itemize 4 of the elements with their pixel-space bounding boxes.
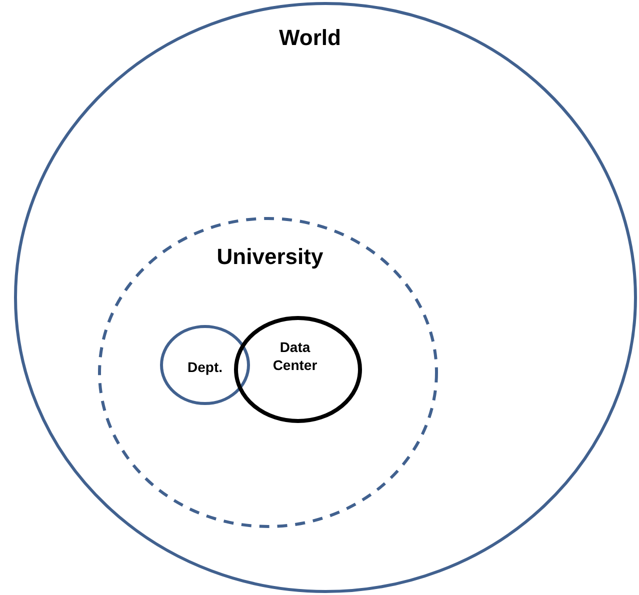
group-title: World bbox=[278, 24, 342, 52]
node-label: Data Center bbox=[272, 339, 318, 374]
node-label: Dept. bbox=[186, 359, 224, 376]
group-title: University bbox=[216, 243, 324, 270]
